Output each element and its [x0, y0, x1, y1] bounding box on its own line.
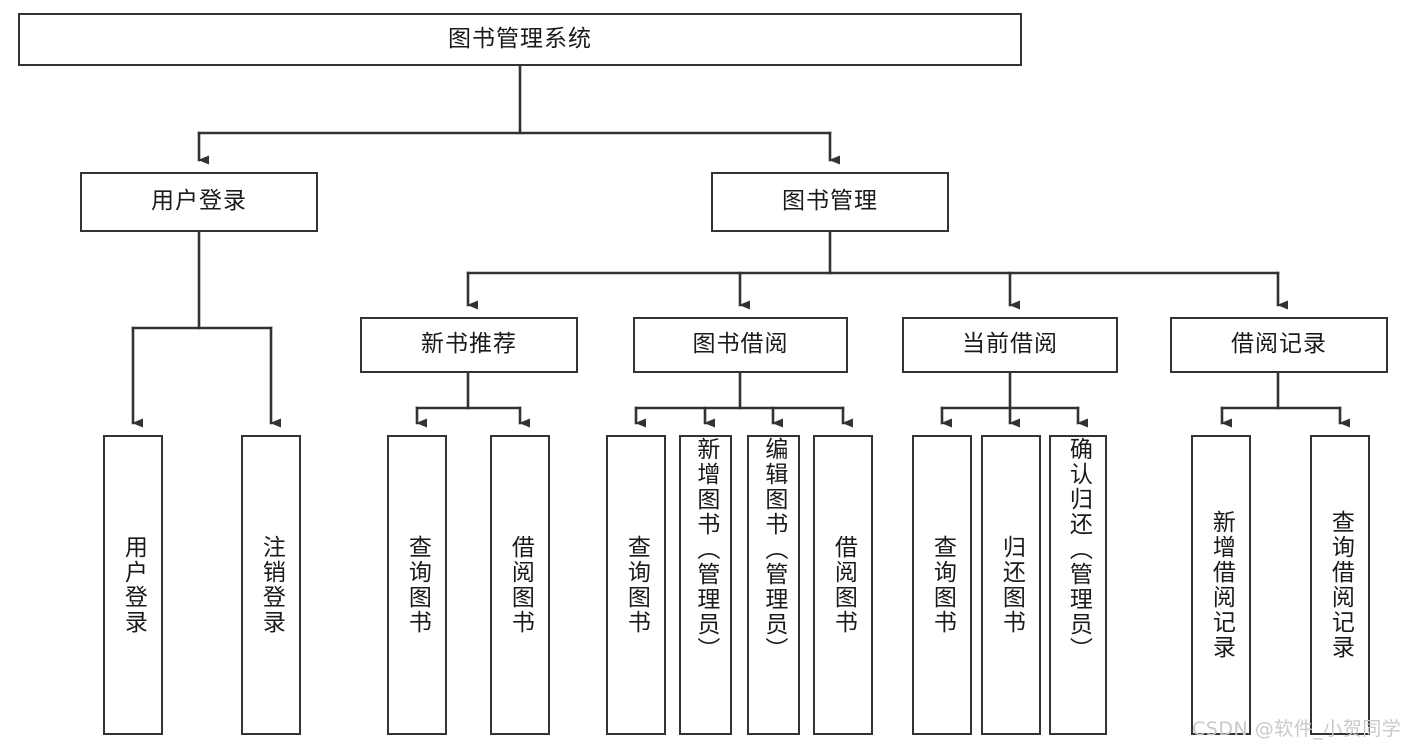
leaf-borrow-book[interactable]: 借阅图书 — [813, 435, 873, 735]
node-label: 新增图书（管理员） — [692, 437, 719, 662]
leaf-user-login[interactable]: 用户登录 — [103, 435, 163, 735]
leaf-edit-book-admin[interactable]: 编辑图书（管理员） — [747, 435, 800, 735]
leaf-add-borrow-record[interactable]: 新增借阅记录 — [1191, 435, 1251, 735]
node-label: 借阅记录 — [1231, 331, 1327, 358]
leaf-query-book-recommend[interactable]: 查询图书 — [387, 435, 447, 735]
leaf-borrow-book-recommend[interactable]: 借阅图书 — [490, 435, 550, 735]
leaf-query-borrow-record[interactable]: 查询借阅记录 — [1310, 435, 1370, 735]
node-current-borrow[interactable]: 当前借阅 — [902, 317, 1118, 373]
node-label: 查询图书 — [623, 535, 650, 635]
node-label: 图书借阅 — [692, 331, 789, 358]
node-label: 注销登录 — [258, 535, 285, 635]
node-label: 查询图书 — [929, 535, 956, 635]
node-user-login[interactable]: 用户登录 — [80, 172, 318, 232]
node-label: 确认归还（管理员） — [1065, 437, 1092, 662]
leaf-query-book-current[interactable]: 查询图书 — [912, 435, 972, 735]
node-label: 查询借阅记录 — [1327, 510, 1354, 660]
node-label: 用户登录 — [151, 188, 247, 215]
node-book-management[interactable]: 图书管理 — [711, 172, 949, 232]
node-label: 借阅图书 — [507, 535, 534, 635]
node-label: 图书管理 — [782, 188, 878, 215]
leaf-query-book-borrow[interactable]: 查询图书 — [606, 435, 666, 735]
node-new-book-recommend[interactable]: 新书推荐 — [360, 317, 578, 373]
node-label: 归还图书 — [998, 535, 1025, 635]
node-root-book-management-system[interactable]: 图书管理系统 — [18, 13, 1022, 66]
leaf-logout[interactable]: 注销登录 — [241, 435, 301, 735]
node-label: 编辑图书（管理员） — [760, 437, 787, 662]
leaf-confirm-return-admin[interactable]: 确认归还（管理员） — [1049, 435, 1107, 735]
csdn-watermark: CSDN @软件_小贺同学 — [1192, 718, 1402, 740]
node-label: 当前借阅 — [962, 331, 1058, 358]
node-label: 新增借阅记录 — [1208, 510, 1235, 660]
node-label: 用户登录 — [120, 535, 147, 635]
node-label: 查询图书 — [404, 535, 431, 635]
leaf-return-book[interactable]: 归还图书 — [981, 435, 1041, 735]
leaf-add-book-admin[interactable]: 新增图书（管理员） — [679, 435, 732, 735]
node-book-borrow[interactable]: 图书借阅 — [633, 317, 848, 373]
node-label: 图书管理系统 — [448, 25, 592, 52]
node-label: 新书推荐 — [421, 331, 517, 358]
node-borrow-record[interactable]: 借阅记录 — [1170, 317, 1388, 373]
node-label: 借阅图书 — [830, 535, 857, 635]
